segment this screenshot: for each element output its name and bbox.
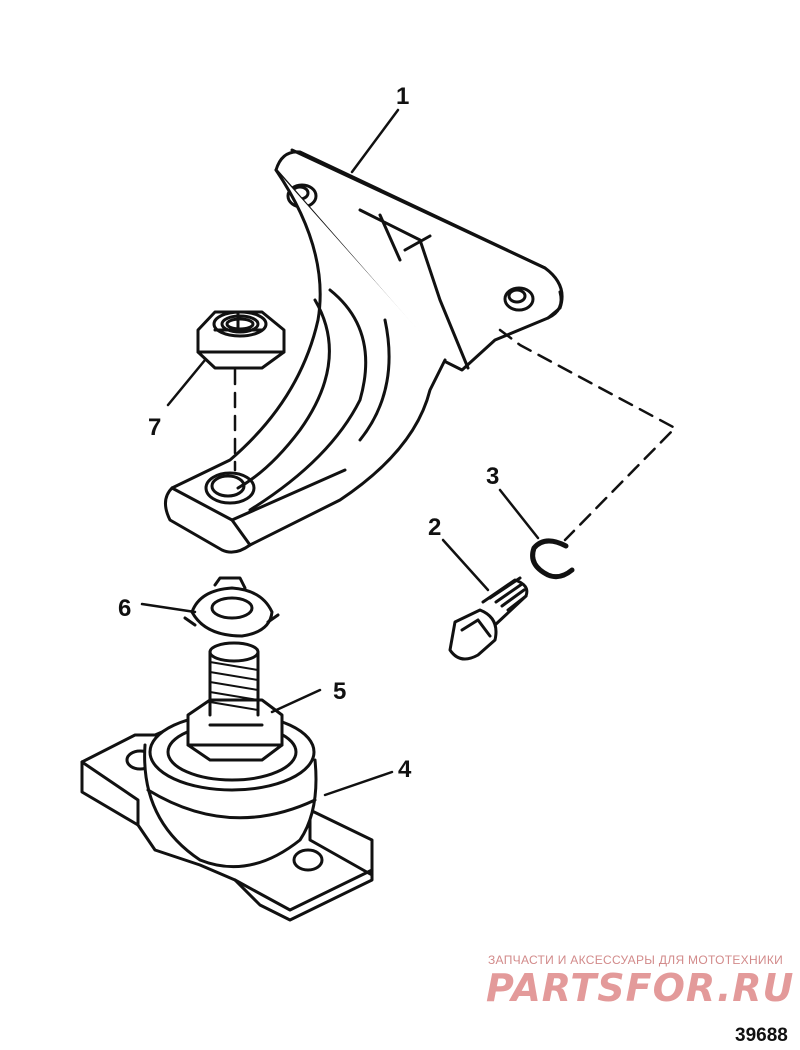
- watermark-tagline: ЗАПЧАСТИ И АКСЕССУАРЫ ДЛЯ МОТОТЕХНИКИ: [488, 953, 784, 967]
- leader-2: [441, 538, 490, 592]
- callout-2: 2: [428, 514, 442, 541]
- leader-1: [350, 108, 400, 174]
- leader-5: [270, 688, 322, 714]
- callout-7: 7: [148, 414, 162, 441]
- callout-4: 4: [398, 756, 412, 783]
- bolt-part: [448, 576, 529, 661]
- lock-washer-part: [530, 538, 575, 580]
- callout-3: 3: [486, 463, 500, 490]
- leader-6: [140, 602, 197, 614]
- callout-1: 1: [396, 83, 410, 110]
- leader-3: [498, 488, 540, 540]
- callout-5: 5: [333, 678, 347, 705]
- callout-leaders: [140, 108, 540, 797]
- leader-4: [323, 770, 394, 797]
- tab-washer-part: [183, 576, 280, 638]
- mounting-bracket-part: [164, 148, 564, 554]
- watermark-logo: PARTSFOR.RU: [486, 966, 795, 1010]
- leader-7: [166, 358, 207, 407]
- nut-part: [196, 310, 286, 370]
- alignment-dashed-lines: [233, 328, 677, 542]
- figure-number: 39688: [735, 1025, 788, 1046]
- engine-mount-part: [80, 641, 374, 922]
- callout-6: 6: [118, 595, 132, 622]
